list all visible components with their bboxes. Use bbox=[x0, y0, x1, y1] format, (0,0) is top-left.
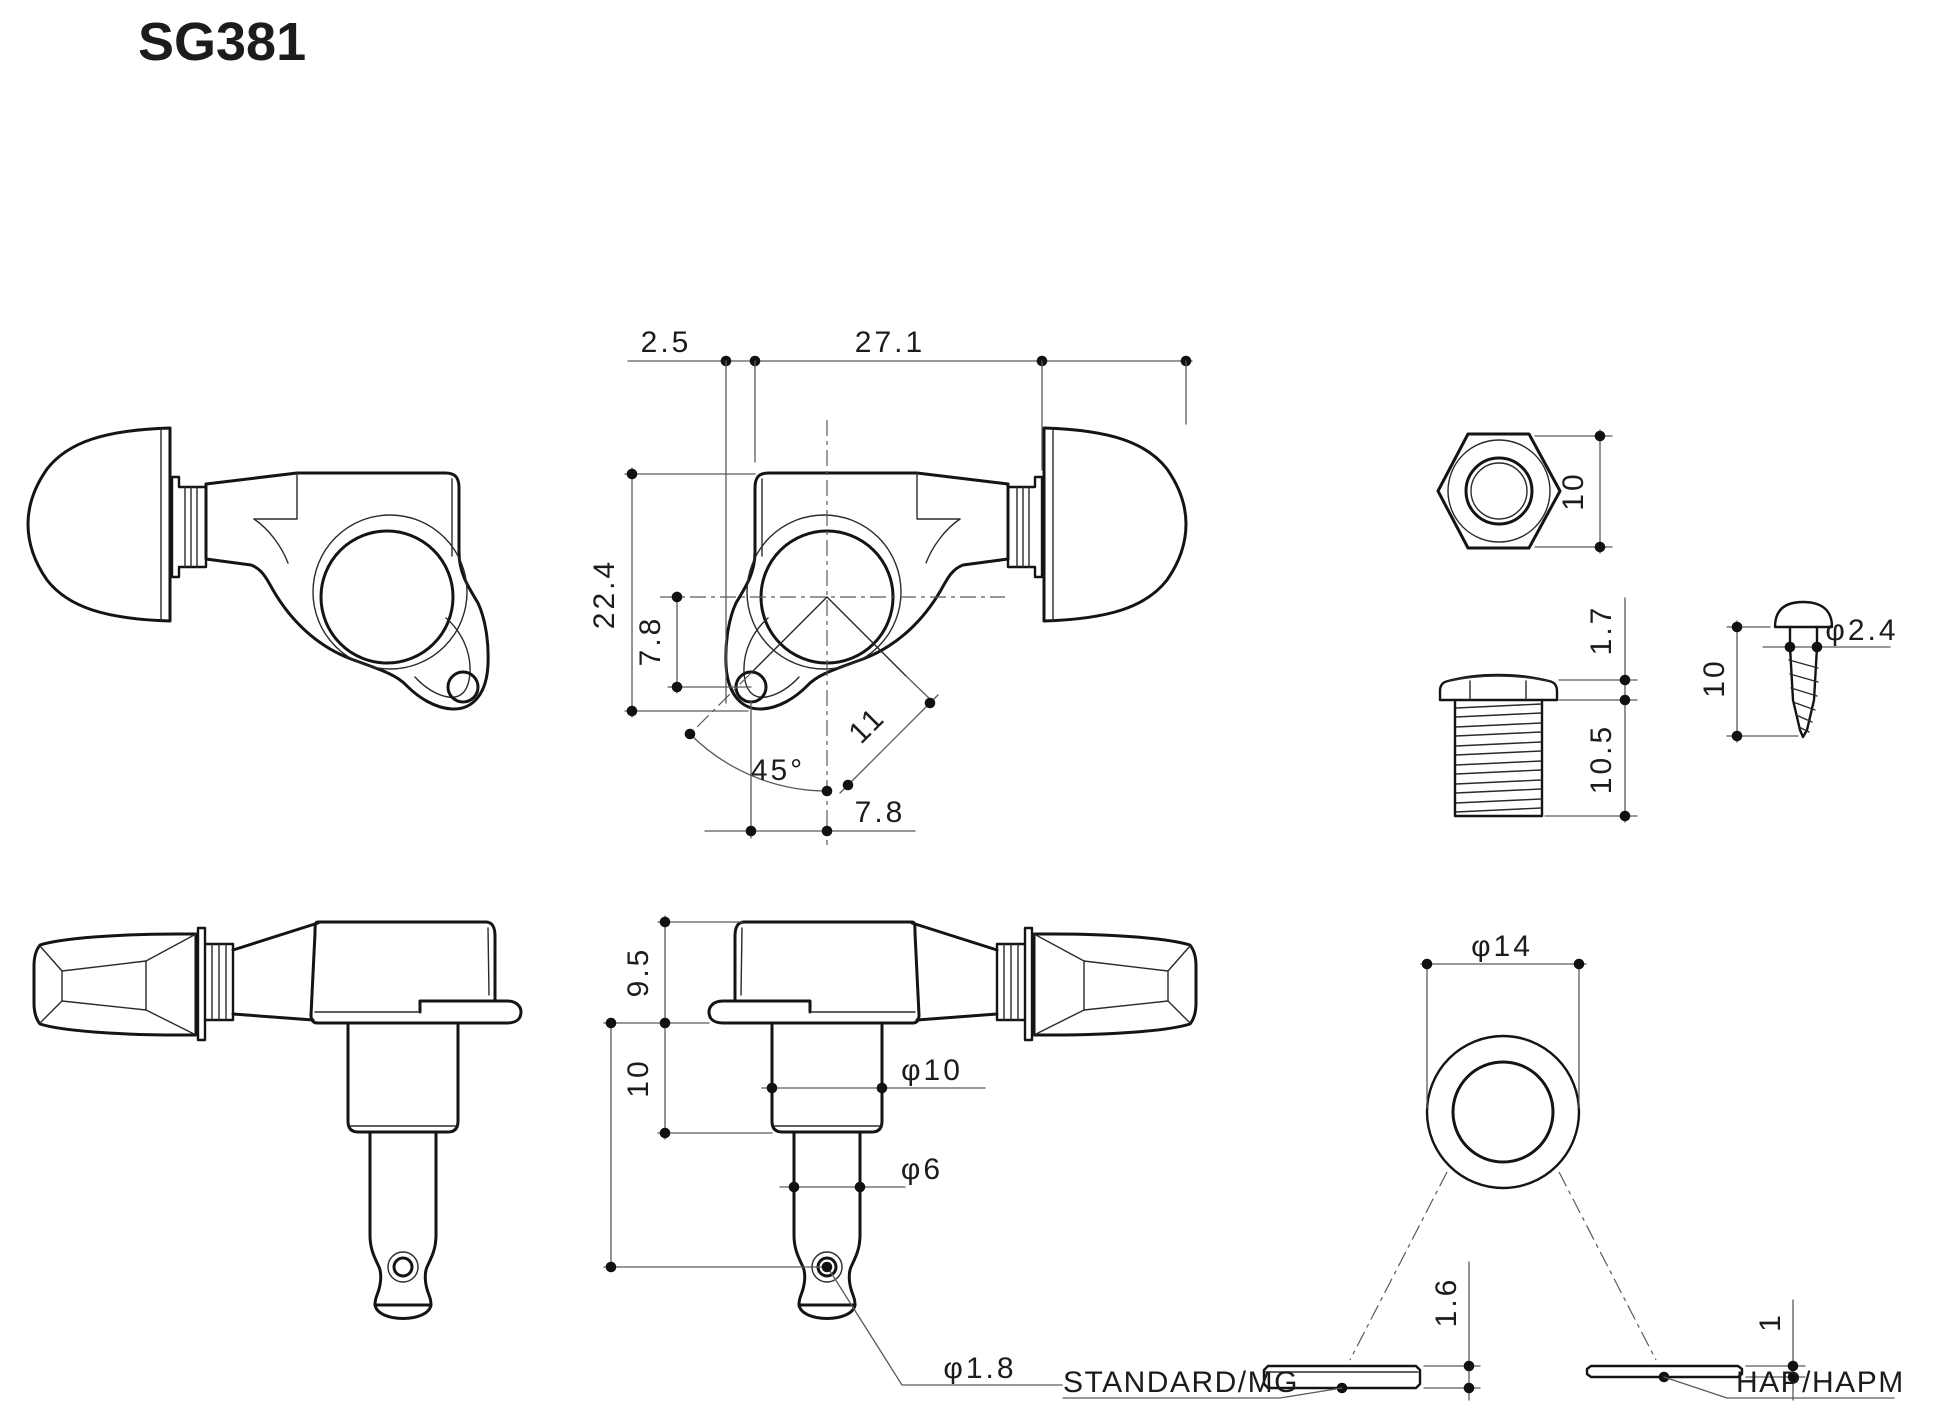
dim-washer-thickness-hap: 1 bbox=[1754, 1312, 1787, 1332]
dim-diagonal: 11 bbox=[842, 700, 892, 750]
dim-shaft-diameter: φ6 bbox=[901, 1153, 943, 1186]
washer-view: φ14 1.6 1 STANDARD/MG HAP/HAPM bbox=[1062, 930, 1905, 1401]
side-right-view bbox=[707, 920, 1198, 1320]
dim-edge-offset: 2.5 bbox=[641, 326, 692, 359]
dim-string-hole-diameter: φ1.8 bbox=[943, 1352, 1016, 1385]
dim-hole-drop: 7.8 bbox=[634, 616, 667, 667]
front-right-view bbox=[724, 426, 1188, 711]
side-dimensions: 9.5 10 φ10 φ6 φ1.8 bbox=[603, 915, 1063, 1386]
dim-body-height: 22.4 bbox=[588, 559, 621, 629]
front-centerlines bbox=[660, 420, 1005, 845]
dim-hole-offset: 7.8 bbox=[855, 796, 906, 829]
dim-bushing-thread: 10.5 bbox=[1585, 724, 1618, 794]
dim-nut-across-flats: 10 bbox=[1557, 471, 1590, 510]
bushing-view: 1.7 10.5 bbox=[1438, 597, 1638, 823]
mount-screw-view: 10 φ2.4 bbox=[1698, 600, 1898, 743]
dim-side-body-height: 9.5 bbox=[622, 947, 655, 998]
front-dimensions: 2.5 27.1 22.4 7.8 45° 11 7.8 bbox=[588, 326, 1193, 839]
dim-body-width: 27.1 bbox=[855, 326, 925, 359]
dim-washer-diameter: φ14 bbox=[1471, 930, 1533, 963]
dim-washer-thickness-standard: 1.6 bbox=[1430, 1277, 1463, 1328]
dim-post-diameter: φ10 bbox=[901, 1054, 963, 1087]
hex-nut-view: 10 bbox=[1436, 429, 1613, 554]
dim-screw-length: 10 bbox=[1698, 658, 1731, 697]
dim-screw-diameter: φ2.4 bbox=[1825, 614, 1898, 647]
page-title: SG381 bbox=[138, 12, 306, 72]
dim-screw-angle: 45° bbox=[751, 754, 805, 787]
side-left-view bbox=[32, 920, 523, 1320]
front-left-view bbox=[26, 426, 490, 711]
label-hap-hapm: HAP/HAPM bbox=[1736, 1366, 1905, 1399]
label-standard-mg: STANDARD/MG bbox=[1063, 1366, 1299, 1399]
dim-bushing-head: 1.7 bbox=[1585, 605, 1618, 656]
dim-side-post-length: 10 bbox=[622, 1058, 655, 1097]
